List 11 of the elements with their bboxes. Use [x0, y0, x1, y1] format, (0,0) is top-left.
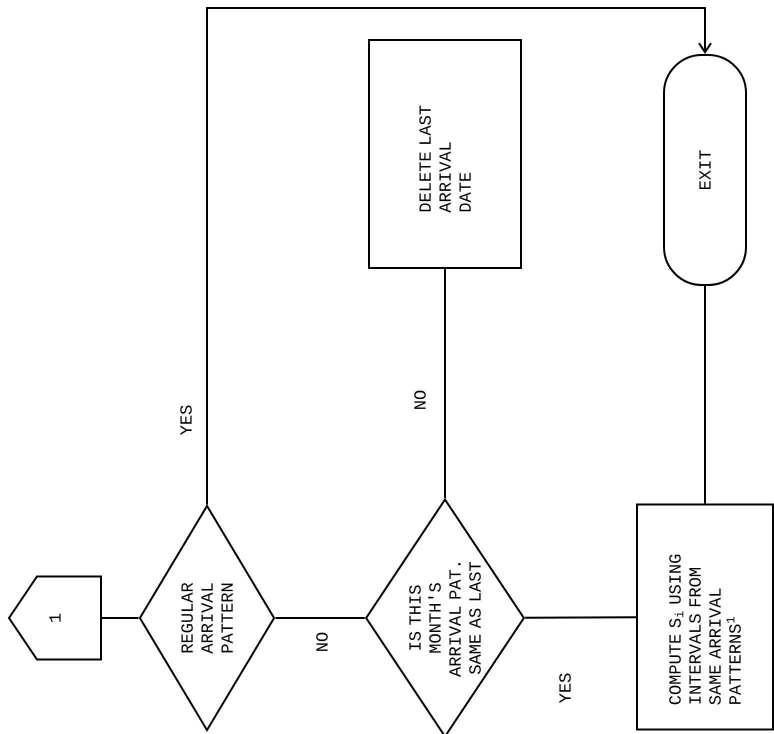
edge-label: YES — [180, 406, 192, 435]
arrow — [206, 7, 712, 504]
connector-line — [525, 616, 636, 619]
connector-line — [704, 286, 706, 504]
process-box: DELETE LAST ARRIVAL DATE — [368, 39, 522, 269]
connector-line — [102, 617, 138, 619]
connector-line — [276, 617, 365, 619]
edge-label: YES — [559, 674, 571, 703]
edge-label: NO — [414, 390, 426, 409]
edge-label: NO — [316, 632, 328, 651]
connector-line — [444, 269, 446, 498]
